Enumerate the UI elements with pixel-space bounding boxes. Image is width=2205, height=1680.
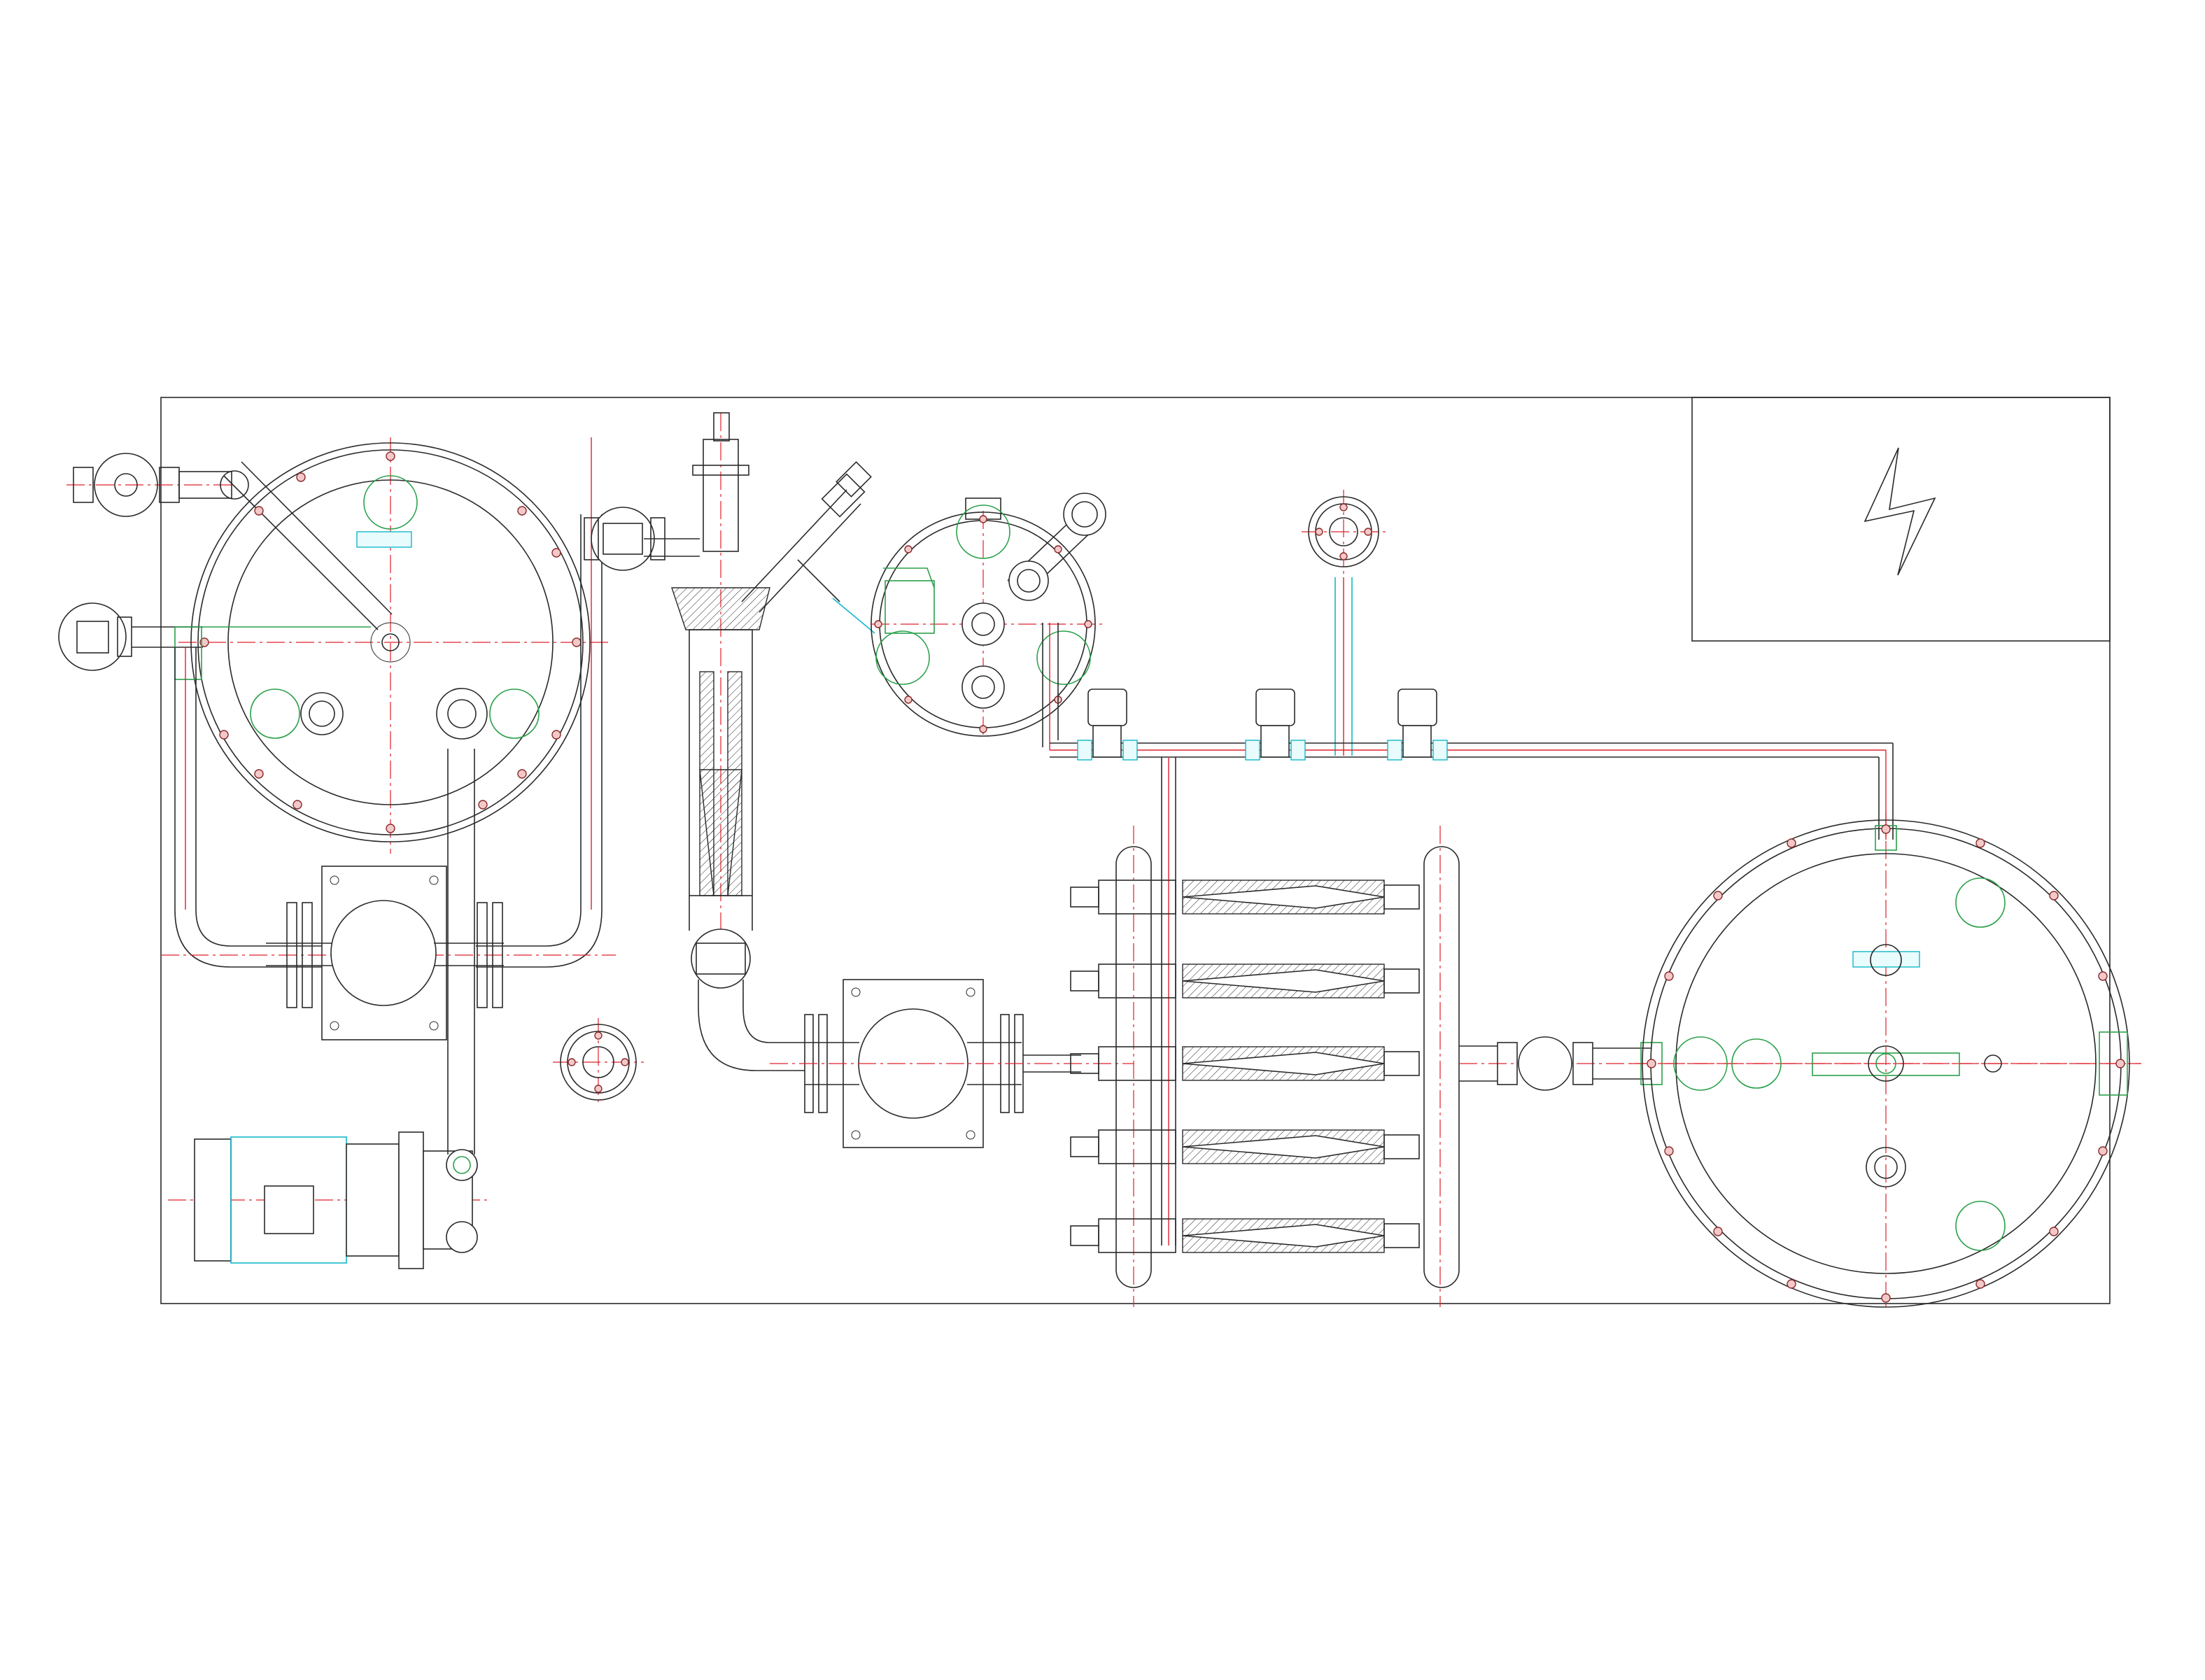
solenoid-valve [1077,689,1138,761]
solenoid-valve [1245,689,1306,761]
ejector-manifold [1070,826,2141,1307]
solenoid-valve [1387,689,1448,761]
feed-tank-right [1630,812,2141,1308]
flange-gauge-top [1302,490,1386,756]
small-round-vessel [871,493,1106,738]
ejector-row [1070,1129,1420,1164]
inlet-top-left [66,453,249,517]
pump-housing-center [770,979,1134,1148]
solenoid-valves [1042,623,1894,1245]
flange-gauge-lower [553,1018,644,1106]
ejector-row [1070,963,1420,998]
pump-housing-left [266,866,504,1040]
electric-motor [168,688,490,1269]
check-valve [1497,1036,1663,1091]
ejector-row [1070,1218,1420,1253]
ejector-row [1070,1046,1420,1081]
skid-frame [160,397,2111,1304]
vertical-reactor-column [644,412,805,1071]
feed-tank-left [178,437,609,854]
tank-right-bolts [1647,824,2125,1303]
electrical-control-box [1691,397,2111,642]
angled-injector [741,461,875,634]
ejector-row [1070,880,1420,915]
side-inlet-box [58,602,371,680]
tank-left-bolts [199,451,582,833]
left-tank-piping [161,437,616,968]
high-voltage-symbol-icon [1864,447,1936,576]
